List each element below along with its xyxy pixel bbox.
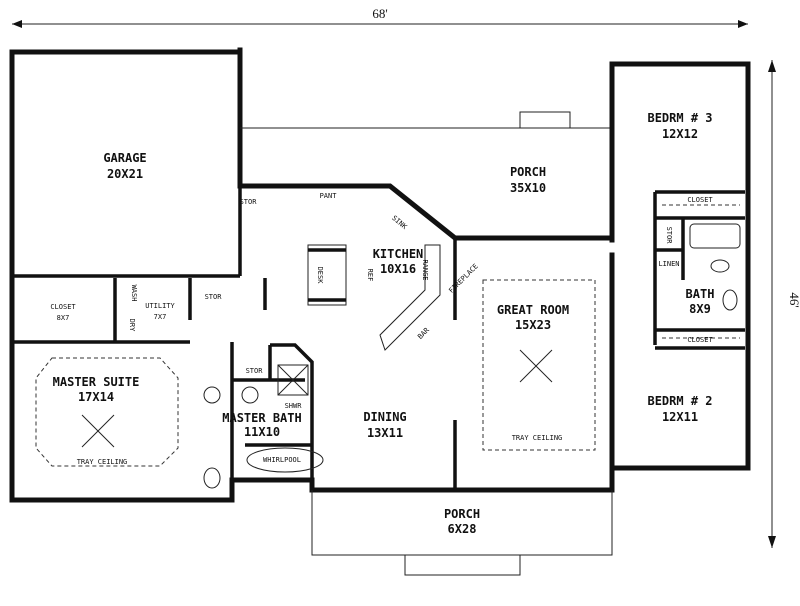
front-porch: [311, 490, 613, 576]
dining-size: 13X11: [367, 426, 403, 440]
fireplace-label: FIREPLACE: [447, 262, 479, 294]
master-suite-size: 17X14: [78, 390, 114, 404]
range-label: RANGE: [421, 259, 429, 280]
pantry-label: PANT: [320, 192, 338, 200]
front-porch-size: 6X28: [448, 522, 477, 536]
closet-bed3-label: CLOSET: [687, 196, 713, 204]
main-house: [9, 186, 615, 503]
desk-label: DESK: [316, 267, 324, 285]
garage: [9, 47, 243, 279]
master-bath-size: 11X10: [244, 425, 280, 439]
kitchen-label: KITCHEN: [373, 247, 424, 261]
closet-master-label: CLOSET: [50, 303, 76, 311]
stor-utility-label: STOR: [205, 293, 223, 301]
depth-label: 46': [787, 292, 800, 307]
bar-label: BAR: [416, 326, 431, 341]
depth-dimension: 46': [768, 60, 800, 548]
master-bath-label: MASTER BATH: [222, 411, 301, 425]
dining-label: DINING: [363, 410, 406, 424]
ref-label: REF: [366, 269, 374, 282]
stor-master-bath-label: STOR: [246, 367, 264, 375]
whirlpool-label: WHIRLPOOL: [263, 456, 301, 464]
stor-garage-label: STOR: [240, 198, 258, 206]
wash-label: WASH: [130, 285, 138, 302]
great-room-label: GREAT ROOM: [497, 303, 569, 317]
garage-label: GARAGE: [103, 151, 146, 165]
closet-master-size: 8X7: [57, 314, 70, 322]
sink-label: SINK: [390, 214, 409, 231]
front-porch-label: PORCH: [444, 507, 480, 521]
stor-bath-label: STOR: [665, 227, 673, 245]
great-room-note: TRAY CEILING: [512, 434, 563, 442]
master-suite-note: TRAY CEILING: [77, 458, 128, 466]
utility-size: 7X7: [154, 313, 167, 321]
bedroom3-label: BEDRM # 3: [647, 111, 712, 125]
bedroom3-size: 12X12: [662, 127, 698, 141]
bath-label: BATH: [686, 287, 715, 301]
utility-label: UTILITY: [145, 302, 175, 310]
shower-label: SHWR: [285, 402, 303, 410]
kitchen-size: 10X16: [380, 262, 416, 276]
width-label: 68': [372, 6, 387, 21]
garage-size: 20X21: [107, 167, 143, 181]
bath-size: 8X9: [689, 302, 711, 316]
bedroom2-size: 12X11: [662, 410, 698, 424]
closet-bed2-label: CLOSET: [687, 336, 713, 344]
bedroom-wing: [609, 61, 751, 471]
dry-label: DRY: [128, 319, 136, 332]
bedroom2-label: BEDRM # 2: [647, 394, 712, 408]
linen-label: LINEN: [658, 260, 679, 268]
great-room-size: 15X23: [515, 318, 551, 332]
width-dimension: 68': [12, 6, 748, 28]
master-suite-label: MASTER SUITE: [53, 375, 140, 389]
rear-porch-size: 35X10: [510, 181, 546, 195]
rear-porch-label: PORCH: [510, 165, 546, 179]
rear-porch: [237, 111, 615, 241]
